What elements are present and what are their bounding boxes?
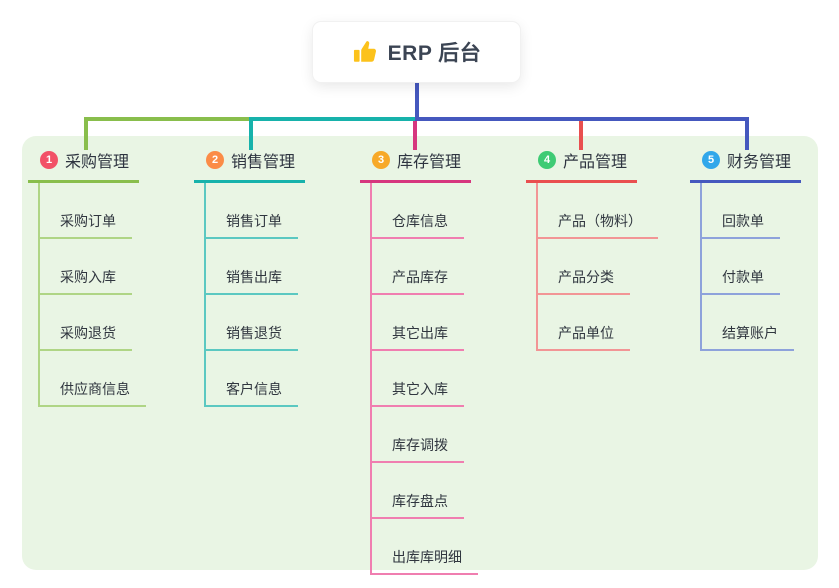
node-receipt-bill[interactable]: 回款单	[702, 183, 780, 239]
branch-finance-header[interactable]: 5 财务管理	[690, 148, 802, 183]
node-sales-outbound[interactable]: 销售出库	[206, 239, 298, 295]
node-stock-taking[interactable]: 库存盘点	[372, 463, 464, 519]
branch-sales-header[interactable]: 2 销售管理	[194, 148, 306, 183]
node-other-outbound[interactable]: 其它出库	[372, 295, 464, 351]
branch-inventory: 3 库存管理 仓库信息 产品库存 其它出库 其它入库 库存调拨 库存盘点 出库库…	[360, 148, 478, 575]
node-purchase-return[interactable]: 采购退货	[40, 295, 132, 351]
node-payment-bill[interactable]: 付款单	[702, 239, 780, 295]
root-node-erp[interactable]: ERP 后台	[313, 22, 520, 82]
badge-4-icon: 4	[538, 151, 556, 169]
branch-product-label: 产品管理	[563, 154, 628, 171]
connector-drop-sales	[249, 117, 253, 150]
branch-finance: 5 财务管理 回款单 付款单 结算账户	[690, 148, 802, 351]
root-node-label: ERP 后台	[387, 42, 482, 65]
node-supplier-info[interactable]: 供应商信息	[40, 351, 146, 407]
branch-product-header[interactable]: 4 产品管理	[526, 148, 638, 183]
node-warehouse-info[interactable]: 仓库信息	[372, 183, 464, 239]
thumbs-up-icon	[352, 39, 378, 65]
node-purchase-inbound[interactable]: 采购入库	[40, 239, 132, 295]
connector-trunk	[415, 82, 419, 121]
branch-product-children: 产品（物料） 产品分类 产品单位	[536, 183, 658, 351]
branch-finance-children: 回款单 付款单 结算账户	[700, 183, 794, 351]
branch-finance-label: 财务管理	[727, 154, 792, 171]
connector-h-finance	[415, 117, 749, 121]
connector-drop-purchase	[84, 117, 88, 150]
node-product-category[interactable]: 产品分类	[538, 239, 630, 295]
connector-drop-finance	[745, 117, 749, 150]
branch-purchase: 1 采购管理 采购订单 采购入库 采购退货 供应商信息	[28, 148, 146, 407]
node-sales-order[interactable]: 销售订单	[206, 183, 298, 239]
branch-purchase-label: 采购管理	[65, 154, 130, 171]
node-product-stock[interactable]: 产品库存	[372, 239, 464, 295]
branch-sales-label: 销售管理	[231, 154, 296, 171]
node-sales-return[interactable]: 销售退货	[206, 295, 298, 351]
branch-sales: 2 销售管理 销售订单 销售出库 销售退货 客户信息	[194, 148, 306, 407]
branch-purchase-children: 采购订单 采购入库 采购退货 供应商信息	[38, 183, 146, 407]
connector-h-sales	[249, 117, 417, 121]
node-stock-transfer[interactable]: 库存调拨	[372, 407, 464, 463]
node-other-inbound[interactable]: 其它入库	[372, 351, 464, 407]
branch-inventory-label: 库存管理	[397, 154, 462, 171]
branch-inventory-children: 仓库信息 产品库存 其它出库 其它入库 库存调拨 库存盘点 出库库明细	[370, 183, 478, 575]
badge-1-icon: 1	[40, 151, 58, 169]
badge-5-icon: 5	[702, 151, 720, 169]
badge-3-icon: 3	[372, 151, 390, 169]
branches-background-panel	[22, 136, 818, 570]
branch-inventory-header[interactable]: 3 库存管理	[360, 148, 472, 183]
node-customer-info[interactable]: 客户信息	[206, 351, 298, 407]
connector-drop-inventory	[413, 121, 417, 150]
node-stock-detail[interactable]: 出库库明细	[372, 519, 478, 575]
node-settlement-account[interactable]: 结算账户	[702, 295, 794, 351]
branch-sales-children: 销售订单 销售出库 销售退货 客户信息	[204, 183, 298, 407]
badge-2-icon: 2	[206, 151, 224, 169]
branch-product: 4 产品管理 产品（物料） 产品分类 产品单位	[526, 148, 658, 351]
node-product-unit[interactable]: 产品单位	[538, 295, 630, 351]
connector-drop-product	[579, 121, 583, 150]
node-product-material[interactable]: 产品（物料）	[538, 183, 658, 239]
node-purchase-order[interactable]: 采购订单	[40, 183, 132, 239]
connector-h-purchase	[84, 117, 251, 121]
branch-purchase-header[interactable]: 1 采购管理	[28, 148, 140, 183]
